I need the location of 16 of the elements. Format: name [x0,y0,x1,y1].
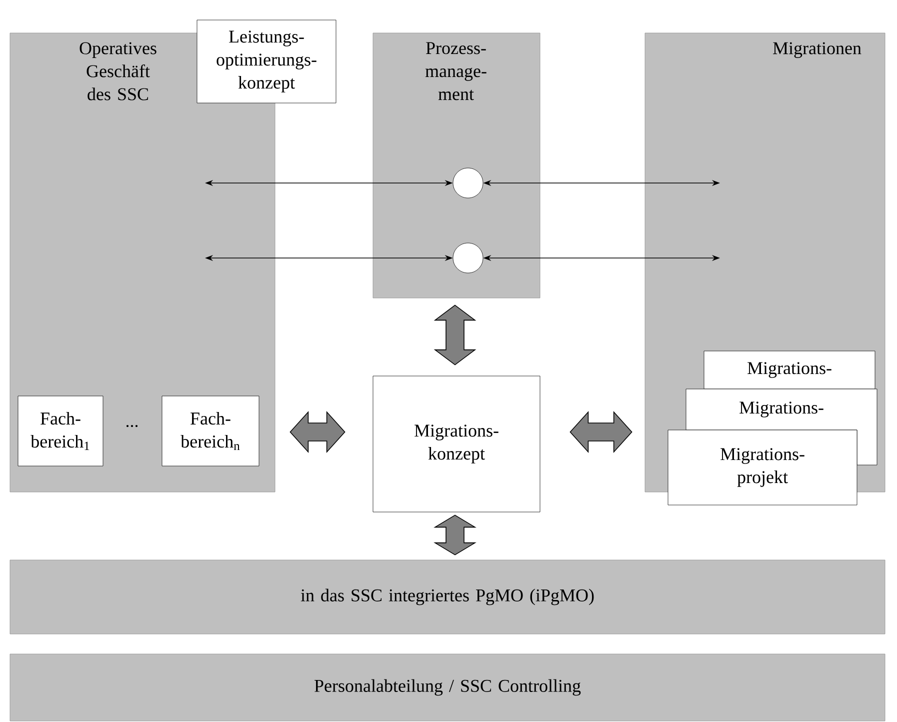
circle-node [452,242,484,274]
column-panel: Prozess- manage- ment [372,32,540,298]
double-arrow [570,410,632,454]
project-box: Migrations- [704,350,876,390]
circle-node [452,168,484,198]
double-arrow [434,304,476,366]
concept-box: Leistungs- optimierungs- konzept [196,20,336,104]
ellipsis: ... [126,424,138,428]
band: in das SSC integriertes PgMO (iPgMO) [10,560,886,634]
department-box: Fach- bereich$_{1}$ [18,396,104,466]
concept-box: Migrations- konzept [372,376,540,512]
double-arrow [290,410,346,454]
department-box: Fach- bereich$_{n}$ [162,396,260,466]
double-arrow [434,514,476,556]
project-box: Migrations- projekt [668,430,858,506]
band: Personalabteilung / SSC Controlling [10,654,886,722]
